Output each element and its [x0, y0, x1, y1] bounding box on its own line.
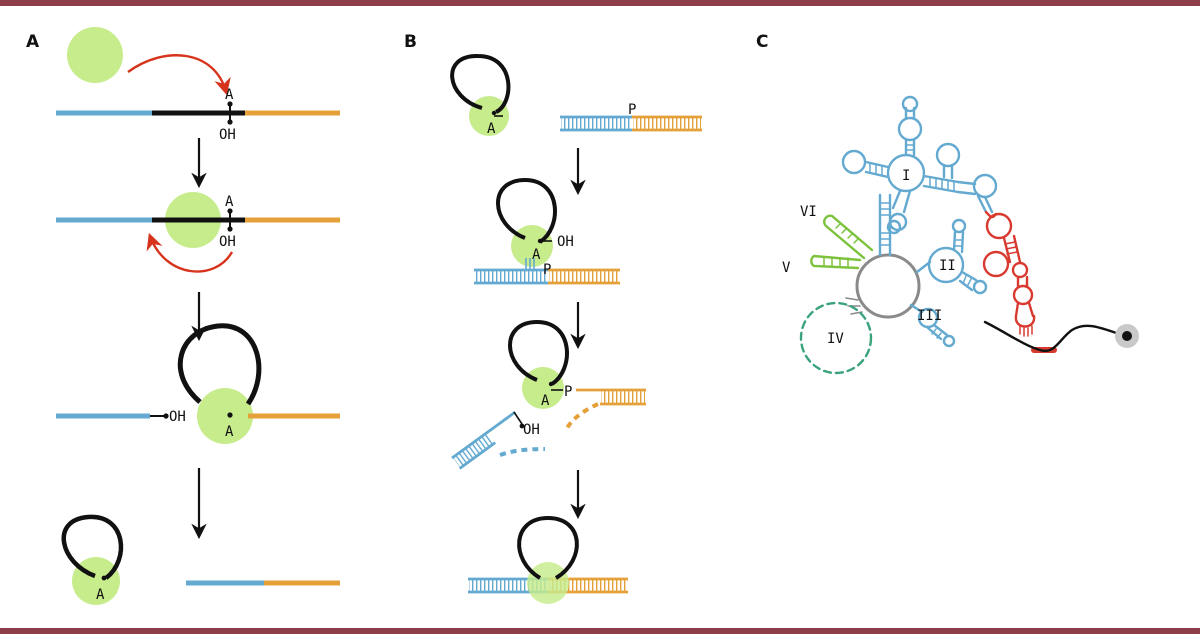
domain-ii	[915, 218, 988, 295]
hydroxyl-dot	[519, 423, 525, 429]
intron-enzyme-disk	[527, 562, 569, 604]
duplex	[474, 268, 620, 285]
end-marker-dot	[1122, 331, 1132, 341]
branch-dot	[491, 110, 497, 116]
top-border-band	[0, 0, 1200, 6]
panel-b-step-1: A P	[450, 53, 702, 137]
panel-a-step-1: A OH	[56, 27, 340, 143]
branch-dot	[227, 208, 233, 214]
panel-b: A P OH A	[450, 53, 702, 604]
panel-a-step-2: A OH	[56, 192, 340, 273]
blue-duplex	[451, 411, 516, 470]
domain-iv-dashed	[799, 301, 873, 375]
bound-rna-tail	[983, 320, 1128, 353]
duplex	[560, 115, 702, 132]
adenosine-label: A	[225, 424, 234, 440]
branch-dot	[227, 101, 233, 107]
domain-label-vi: VI	[800, 204, 817, 220]
hydroxyl-label: OH	[219, 234, 236, 250]
panel-b-step-4	[468, 515, 628, 604]
branch-dot	[101, 575, 107, 581]
panel-a: A OH A OH OH A	[56, 27, 340, 605]
intron-lariat	[177, 323, 262, 406]
hydroxyl-dot	[227, 226, 233, 232]
lariat	[496, 177, 557, 244]
adenosine-label: A	[541, 393, 550, 409]
panel-b-step-3: A P OH	[451, 319, 646, 470]
domain-label-iv: IV	[827, 331, 844, 347]
orange-dashed-strand	[564, 402, 599, 431]
red-domain	[982, 210, 1036, 337]
central-junction-ring	[855, 253, 921, 319]
hydroxyl-dot	[227, 119, 233, 125]
adenosine-label: A	[225, 87, 234, 103]
orange-rungs	[601, 391, 645, 403]
adenosine-label: A	[96, 587, 105, 603]
attack-arrow	[127, 54, 231, 96]
hydroxyl-bond	[513, 411, 523, 425]
adenosine-label: A	[532, 247, 541, 263]
adenosine-label: A	[487, 121, 496, 137]
domain-label-v: V	[782, 260, 791, 276]
domain-v-vi	[810, 214, 874, 270]
phosphate-label: P	[564, 384, 572, 400]
panel-a-step-4: A	[61, 514, 340, 605]
branch-dot	[227, 412, 233, 418]
attack-arrow	[146, 232, 234, 273]
domain-label-iii: III	[917, 308, 942, 324]
domain-iii	[909, 303, 956, 348]
domain-label-ii: II	[939, 258, 956, 274]
intron-enzyme-disk	[197, 388, 253, 444]
phosphate-label: P	[628, 102, 636, 118]
intron-enzyme-disk	[67, 27, 123, 83]
lariat	[450, 53, 511, 114]
adenosine-label: A	[225, 194, 234, 210]
panel-letter-a: A	[26, 32, 40, 52]
panel-b-step-2: OH A P	[474, 177, 620, 285]
panel-c	[799, 95, 1139, 375]
hydroxyl-label: OH	[169, 409, 186, 425]
hydroxyl-label: OH	[219, 127, 236, 143]
domain-label-i: I	[902, 168, 910, 184]
branch-dot	[548, 381, 554, 387]
excised-lariat	[61, 514, 124, 580]
panel-letter-b: B	[404, 32, 417, 52]
blue-dashed-strand	[499, 447, 546, 457]
hydroxyl-dot	[163, 413, 169, 419]
hydroxyl-label: OH	[557, 234, 574, 250]
bottom-border-band	[0, 628, 1200, 634]
domain-i	[841, 95, 998, 257]
hydroxyl-label: OH	[523, 422, 540, 438]
panel-a-step-3: OH A	[56, 323, 340, 444]
panel-letter-c: C	[756, 32, 768, 52]
lariat	[517, 515, 579, 580]
phosphate-label: P	[543, 262, 551, 278]
lariat	[508, 319, 569, 386]
